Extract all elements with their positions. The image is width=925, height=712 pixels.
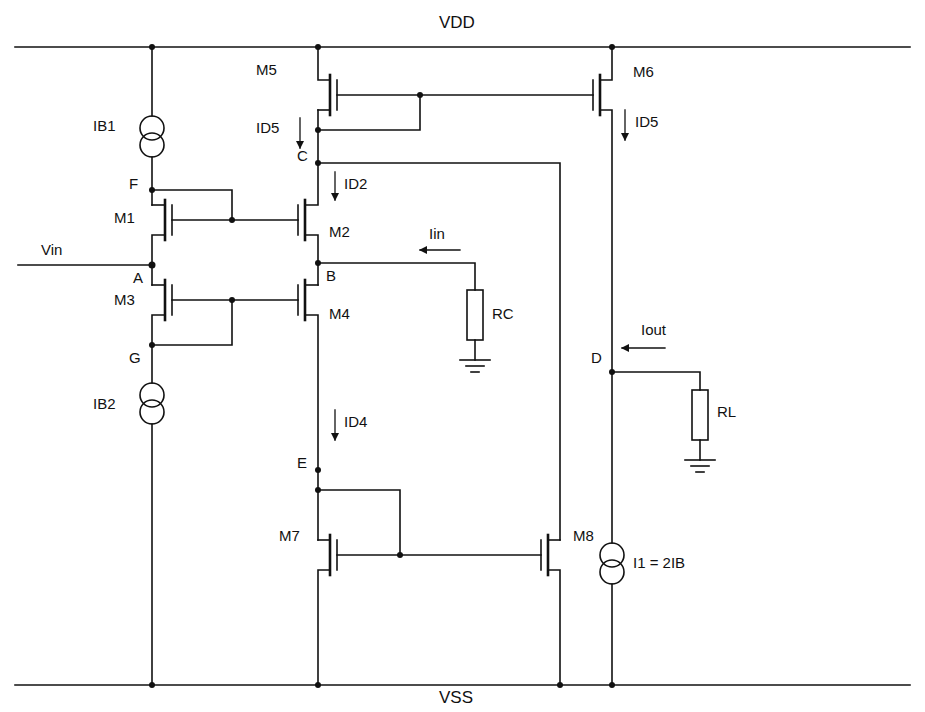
circuit-label: A [132, 270, 144, 287]
circuit-label: M5 [255, 62, 278, 79]
nmos-m1 [152, 200, 298, 285]
pmos-m5 [318, 47, 593, 130]
resistor-rl [612, 372, 715, 472]
circuit-label: M7 [278, 528, 301, 545]
circuit-label: VDD [438, 14, 476, 33]
circuit-label: M4 [328, 306, 351, 323]
circuit-label: D [590, 350, 603, 367]
circuit-label: ID2 [343, 176, 368, 193]
circuit-label: B [325, 268, 337, 285]
wire-vin [18, 264, 152, 266]
circuit-label: C [296, 148, 309, 165]
nmos-m8 [541, 535, 560, 685]
circuit-label: IB1 [92, 118, 117, 135]
circuit-label: M2 [328, 224, 351, 241]
circuit-label: E [296, 455, 308, 472]
wire-c [318, 163, 560, 540]
circuit-label: RC [491, 306, 515, 323]
current-source-ib2 [140, 383, 164, 685]
resistor-rc [318, 263, 490, 372]
junction-dots [149, 44, 616, 688]
circuit-label: M3 [113, 292, 136, 309]
circuit-label: VSS [438, 689, 474, 708]
circuit-label: Iout [640, 322, 667, 339]
circuit-label: M6 [632, 64, 655, 81]
wire-g [152, 300, 232, 345]
circuit-label: M8 [572, 528, 595, 545]
circuit-label: F [128, 176, 139, 193]
circuit-label: Iin [428, 226, 446, 243]
circuit-label: Vin [40, 242, 63, 259]
nmos-m2 [298, 110, 318, 285]
nmos-m4 [298, 280, 318, 540]
nmos-m7 [318, 490, 541, 685]
nmos-m3 [152, 280, 298, 383]
current-source-ib1 [140, 47, 164, 205]
current-arrows [300, 110, 665, 440]
circuit-label: ID4 [343, 414, 368, 431]
pmos-m6 [593, 47, 612, 543]
circuit-label: IB2 [92, 396, 117, 413]
circuit-label: ID5 [634, 114, 659, 131]
circuit-label: M1 [113, 210, 136, 227]
current-source-i1 [600, 543, 624, 685]
circuit-label: G [128, 350, 142, 367]
circuit-label: ID5 [255, 120, 280, 137]
circuit-label: I1 = 2IB [632, 555, 686, 572]
circuit-label: RL [716, 404, 737, 421]
